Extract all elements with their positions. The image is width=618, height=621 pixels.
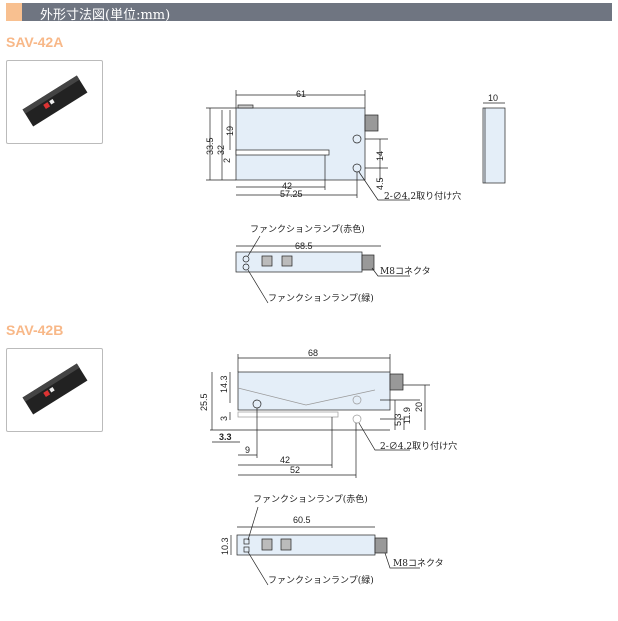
- sav42b-bottom-view: [230, 506, 420, 586]
- dim-b-11-9: 11.9: [402, 407, 412, 424]
- holes-label-b: 2-∅4.2取り付け穴: [380, 440, 457, 452]
- holes-label-a: 2-∅4.2取り付け穴: [384, 190, 461, 202]
- model-title-b: SAV-42B: [6, 322, 64, 338]
- dim-a-19: 19: [225, 126, 235, 136]
- product-photo-a: [6, 60, 103, 144]
- dim-a-side: 10: [488, 93, 498, 103]
- header-accent: [6, 3, 22, 21]
- dim-b-9: 9: [245, 445, 250, 455]
- section-title: 外形寸法図(単位:mm): [40, 8, 171, 23]
- dim-b-width: 68: [308, 348, 318, 358]
- sav42a-side-view: [482, 102, 506, 184]
- dim-b-20: 20: [414, 402, 424, 412]
- sav42b-front-view: [210, 354, 430, 478]
- model-title-a: SAV-42A: [6, 34, 64, 50]
- dim-b-5-3: 5.3: [393, 413, 403, 426]
- lamp-green-label-b: ファンクションランプ(緑): [268, 574, 374, 586]
- dim-a-2: 2: [222, 158, 232, 163]
- connector-label-a: M8コネクタ: [380, 266, 431, 277]
- dim-b-52: 52: [290, 465, 300, 475]
- dim-a-bottom: 68.5: [295, 241, 313, 251]
- dim-b-3: 3: [219, 416, 229, 421]
- sav42a-front-view: [206, 90, 410, 201]
- product-photo-b: [6, 348, 103, 432]
- dim-b-42: 42: [280, 455, 290, 465]
- lamp-red-label-a: ファンクションランプ(赤色): [250, 223, 365, 235]
- dim-b-bottom: 60.5: [293, 515, 311, 525]
- dim-a-32: 32: [216, 145, 226, 155]
- dim-a-width: 61: [296, 89, 306, 99]
- dim-a-height: 33.5: [205, 137, 215, 155]
- dim-a-57: 57.25: [280, 189, 303, 199]
- connector-label-b: M8コネクタ: [393, 558, 444, 569]
- dim-b-3-3: 3.3: [219, 432, 232, 442]
- dim-a-4-5: 4.5: [375, 177, 385, 190]
- sav42a-bottom-view: [235, 235, 410, 304]
- dim-b-height: 25.5: [199, 393, 209, 411]
- lamp-red-label-b: ファンクションランプ(赤色): [253, 493, 368, 505]
- dim-a-42: 42: [282, 181, 292, 191]
- dim-b-10-3: 10.3: [220, 537, 230, 555]
- dim-b-14-3: 14.3: [219, 375, 229, 393]
- dim-a-14: 14: [375, 151, 385, 161]
- lamp-green-label-a: ファンクションランプ(緑): [268, 292, 374, 304]
- section-header: 外形寸法図(単位:mm): [6, 3, 612, 23]
